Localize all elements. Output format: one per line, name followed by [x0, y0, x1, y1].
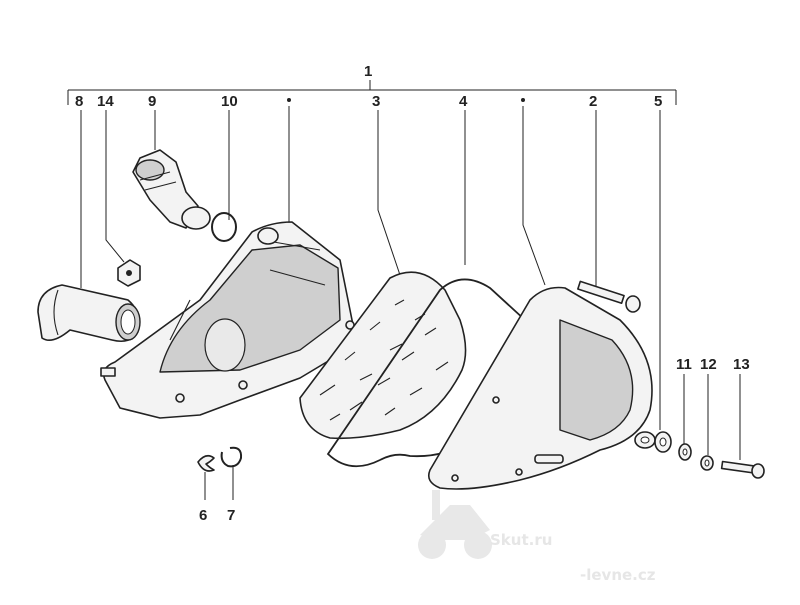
callout-7: 7: [227, 507, 235, 524]
part-10-o-ring: [211, 212, 237, 242]
filter-housing: [100, 221, 355, 419]
callout-10: 10: [221, 93, 238, 110]
part-11-bushing: [654, 431, 672, 453]
callout-3: 3: [372, 93, 380, 110]
callout-12: 12: [700, 356, 717, 373]
part-12-washer: [678, 443, 692, 461]
part-8-intake-elbow: [37, 284, 141, 343]
callout-6: 6: [199, 507, 207, 524]
marker-dot: [521, 98, 525, 102]
callout-4: 4: [459, 93, 468, 110]
scooter-icon: [418, 490, 492, 559]
callout-5: 5: [654, 93, 662, 110]
filter-cover: [427, 286, 653, 490]
callout-2: 2: [589, 93, 597, 110]
part-7-circlip: [220, 446, 243, 468]
part-9-intake-duct: [132, 149, 211, 230]
callout-labels: 1 8 14 9 10 3 4 2 5 11 12 13 6 7: [75, 63, 750, 524]
callout-8: 8: [75, 93, 83, 110]
watermark-brand: Skut.ru: [490, 531, 552, 549]
callout-11: 11: [676, 356, 692, 373]
watermark-logo: Skut.ru -levne.cz: [418, 490, 656, 584]
callout-14: 14: [97, 93, 114, 110]
group-bracket: [67, 80, 677, 105]
leader-lines: [80, 106, 741, 500]
watermark-domain: -levne.cz: [580, 566, 656, 584]
part-13-bolt: [720, 460, 765, 479]
callout-1: 1: [364, 63, 372, 80]
marker-dot: [287, 98, 291, 102]
part-6-clip: [197, 454, 215, 472]
callout-13: 13: [733, 356, 750, 373]
part-5-grommet: [634, 431, 656, 449]
callout-9: 9: [148, 93, 156, 110]
part-14-clip: [117, 259, 141, 287]
part-washer: [700, 455, 714, 471]
part-2-screw: [577, 280, 641, 313]
